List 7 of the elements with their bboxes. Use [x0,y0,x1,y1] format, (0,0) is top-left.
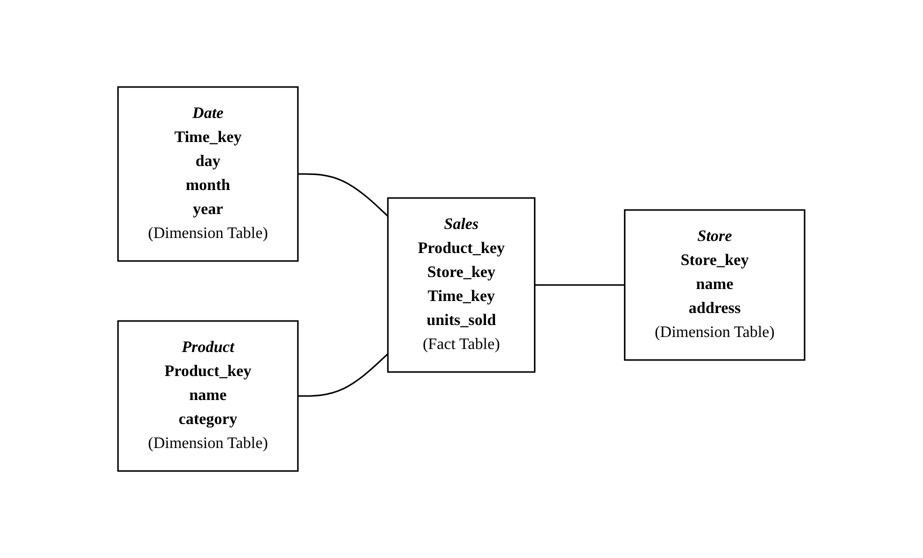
connector [534,284,625,286]
connector [298,353,389,397]
node-box [117,86,299,262]
connector [298,173,389,217]
node-box [387,197,536,373]
node-box [117,320,299,472]
node-box [624,209,806,361]
